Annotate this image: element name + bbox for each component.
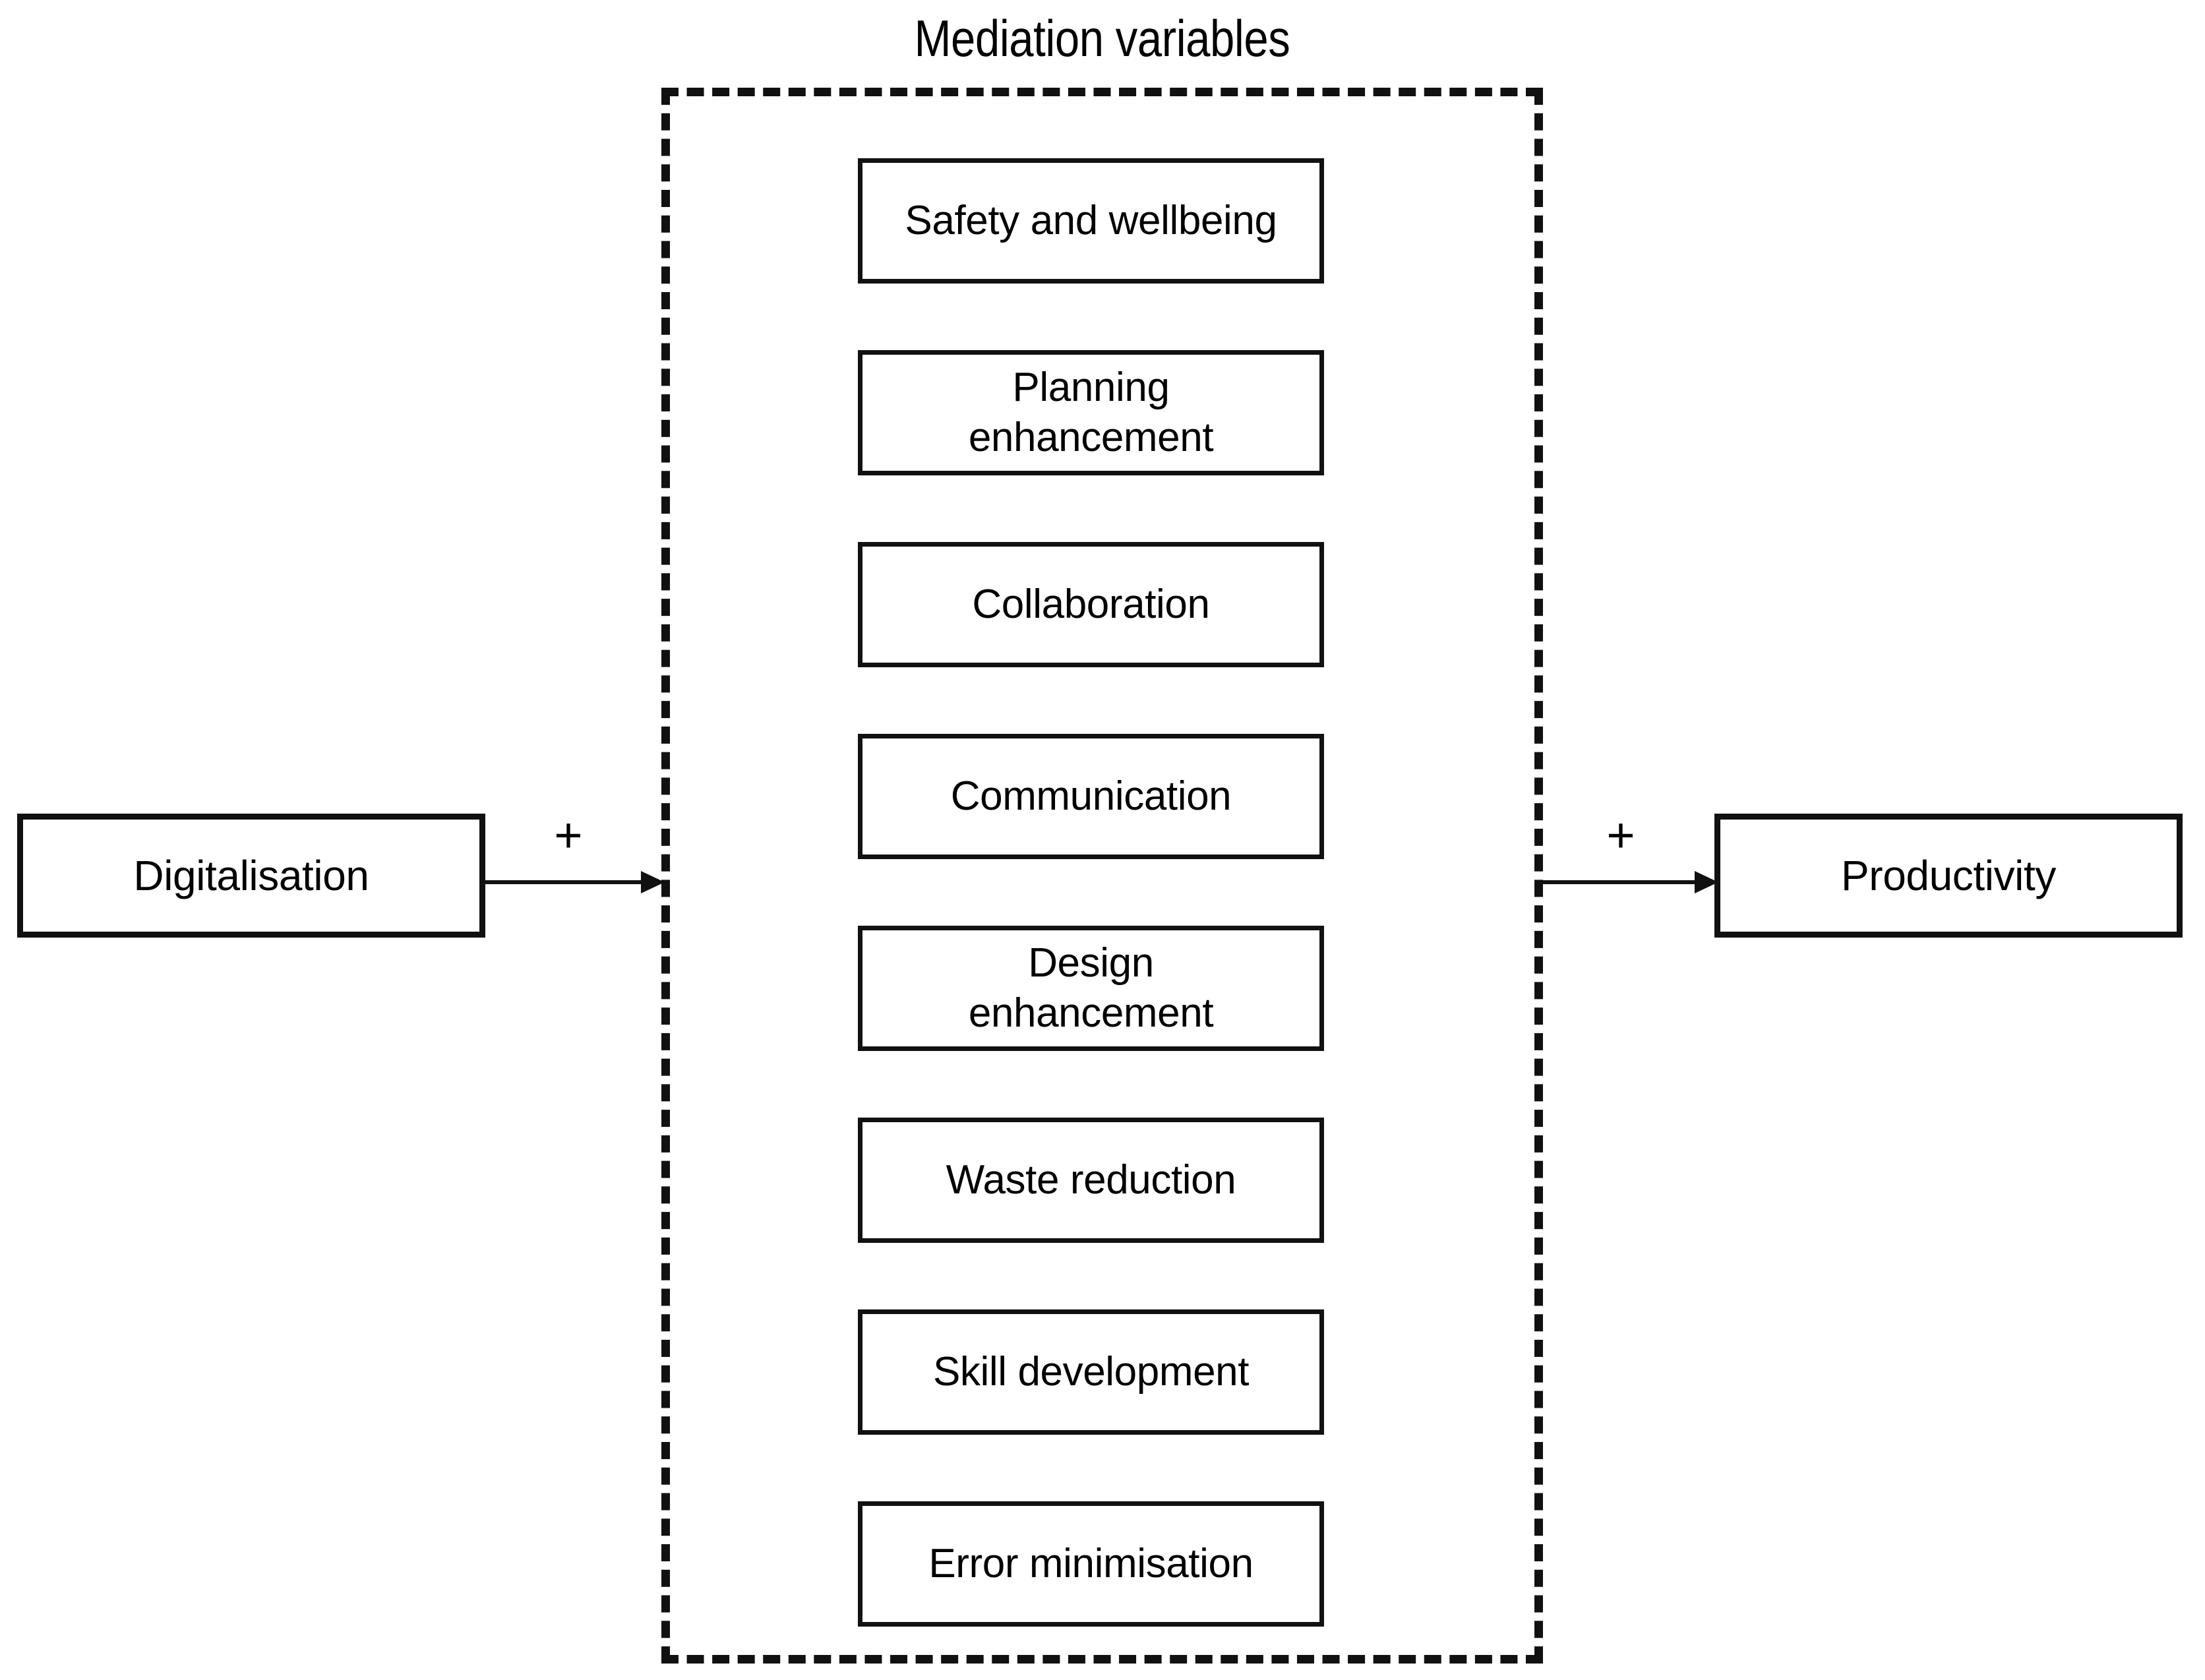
mediator-label: Collaboration [972,582,1210,627]
mediator-box: Skill development [858,1309,1324,1435]
mediator-label: Design enhancement [968,940,1214,1036]
outcome-label: Productivity [1841,852,2056,899]
mediator-label: Waste reduction [946,1157,1236,1203]
predictor-label: Digitalisation [133,852,369,899]
arrow-shaft [485,880,642,884]
path-sign-left: + [554,808,583,862]
outcome-box-productivity: Productivity [1714,814,2183,938]
arrow-predictor-to-mediators [485,869,665,895]
mediator-box: Planning enhancement [858,350,1324,475]
arrow-head-icon [641,871,665,893]
mediator-box: Waste reduction [858,1118,1324,1243]
mediator-label: Error minimisation [928,1541,1254,1586]
arrow-mediators-to-outcome [1538,869,1720,895]
mediator-label: Planning enhancement [968,365,1214,460]
mediator-box: Design enhancement [858,926,1324,1051]
page-title: Mediation variables [914,9,1290,67]
mediator-label: Skill development [932,1349,1250,1395]
predictor-box-digitalisation: Digitalisation [17,814,485,938]
mediator-box: Communication [858,734,1324,859]
arrow-shaft [1538,880,1696,884]
mediator-label: Safety and wellbeing [905,198,1277,243]
mediator-box: Safety and wellbeing [858,158,1324,284]
mediator-box: Error minimisation [858,1501,1324,1627]
path-sign-right: + [1606,808,1635,862]
mediator-label: Communication [950,773,1232,819]
mediator-box: Collaboration [858,542,1324,667]
mediation-variables-container [661,88,1543,1664]
